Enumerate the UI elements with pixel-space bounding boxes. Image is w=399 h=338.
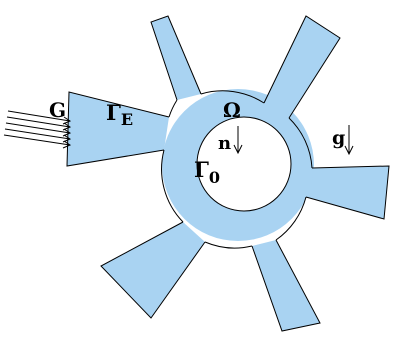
flux-arrow (3, 134, 71, 146)
boundary-subscript: E (121, 110, 133, 129)
normal-arrow (233, 126, 243, 155)
inner-hole (196, 116, 292, 212)
fin-right (306, 166, 389, 219)
normal-label: n (218, 133, 231, 154)
fin-bottom-left (101, 222, 205, 318)
fin-top (151, 16, 201, 100)
gravity-label: g (332, 127, 345, 149)
boundary-label: ΓE (106, 100, 133, 129)
boundary-symbol: Γ (106, 100, 121, 125)
incoming-flux-arrows (3, 110, 72, 149)
fin-top-right (264, 16, 340, 118)
flux-arrow (4, 128, 71, 140)
domain-label: Ω (223, 98, 241, 122)
gravity-arrow (344, 125, 354, 156)
inner-boundary-subscript: 0 (209, 168, 220, 187)
inner-boundary-symbol: Γ (194, 157, 209, 182)
fin-bottom-right (252, 240, 320, 331)
inner-boundary-label: Γ0 (194, 157, 220, 187)
flux-arrow (5, 122, 71, 134)
incoming-flux-label: G (49, 98, 66, 122)
flux-arrow (7, 110, 71, 122)
flux-arrow (6, 116, 71, 128)
fin-left (67, 92, 169, 166)
domain-shape (66, 15, 390, 332)
